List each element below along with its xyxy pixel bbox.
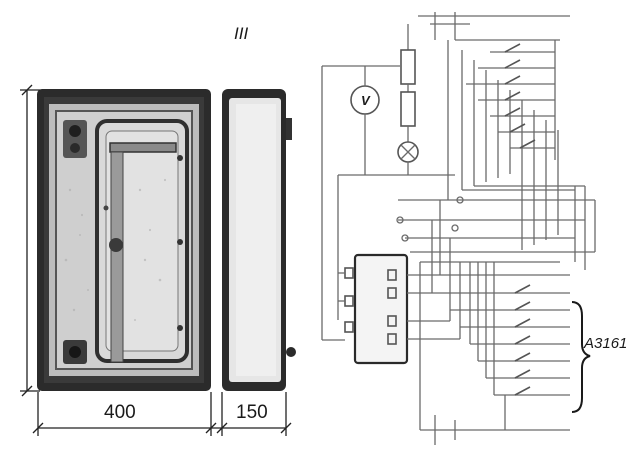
height-dimension-line xyxy=(20,84,40,397)
width-dimension-lines xyxy=(32,392,292,436)
resistor-1 xyxy=(400,49,416,85)
circuit-schematic: V xyxy=(321,12,596,445)
switch-group-label: A3161 xyxy=(583,335,627,352)
side-width-label: 150 xyxy=(236,402,268,423)
switch-group-brace xyxy=(571,301,591,413)
resistor-2 xyxy=(400,91,416,127)
indicator-block-top xyxy=(63,120,87,158)
front-width-label: 400 xyxy=(104,402,136,423)
side-hinge-icon xyxy=(286,347,296,357)
voltmeter-label: V xyxy=(361,93,371,108)
cabinet-side-view xyxy=(222,89,296,391)
lower-switch-group xyxy=(432,262,570,396)
upper-switch-group xyxy=(466,40,556,160)
cabinet-handle xyxy=(109,142,177,153)
cabinet-front-view xyxy=(37,89,211,391)
relay-device-box xyxy=(353,253,409,365)
cabinet-lock-icon xyxy=(109,238,123,252)
figure-title: III xyxy=(234,24,248,43)
